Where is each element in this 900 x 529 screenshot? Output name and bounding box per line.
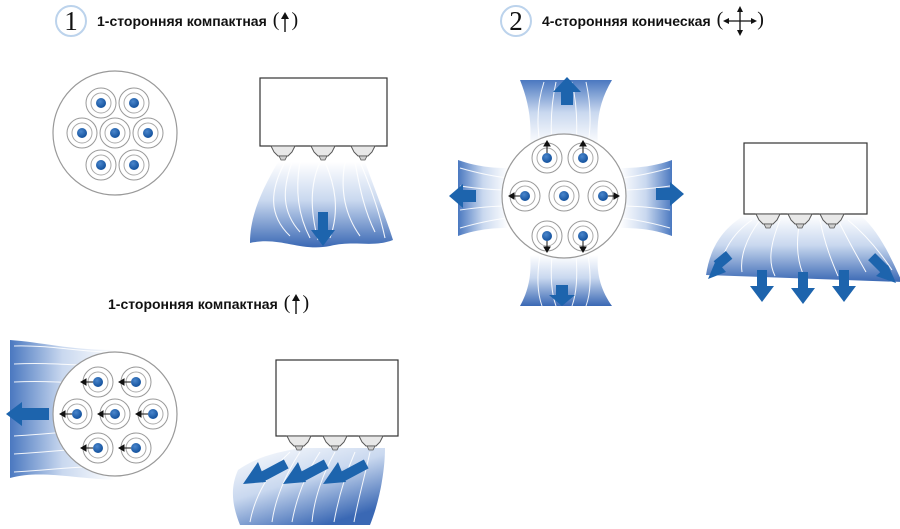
up-arrow-icon [292, 294, 301, 315]
down-arrow-icon [750, 270, 774, 302]
down-right-arrow-icon [868, 253, 896, 283]
section-title: 4-сторонняя коническая [542, 13, 711, 29]
section-number-badge: 2 [500, 5, 532, 37]
section-1-side-view [250, 77, 393, 248]
section-1-header: 1 1-сторонняя компактная () [55, 5, 298, 37]
down-left-arrow-icon [708, 251, 733, 279]
down-arrow-icon [832, 270, 856, 302]
down-left-arrow-icon [283, 459, 329, 484]
section-3-header: 1-сторонняя компактная () [108, 292, 309, 315]
section-1-nozzle-face [52, 70, 178, 196]
section-title: 1-сторонняя компактная [108, 295, 278, 312]
up-arrow-icon [553, 77, 581, 105]
direction-indicator: () [272, 9, 299, 32]
down-left-arrow-icon [243, 459, 289, 484]
right-arrow-icon [656, 182, 684, 206]
down-left-arrow-icon [323, 459, 369, 484]
up-arrow-icon [281, 11, 290, 32]
left-arrow-icon [449, 184, 476, 208]
section-2-nozzle-face [449, 77, 684, 307]
left-arrow-icon [6, 402, 49, 426]
down-arrow-icon [311, 212, 335, 246]
down-arrow-icon [549, 285, 575, 306]
section-3-side-view [232, 359, 399, 525]
section-2-side-view [706, 142, 900, 304]
direction-indicator: () [717, 6, 764, 36]
four-way-arrow-icon [723, 6, 758, 36]
section-3-nozzle-face [6, 340, 178, 480]
section-2-header: 2 4-сторонняя коническая () [500, 5, 764, 37]
section-number-badge: 1 [55, 5, 87, 37]
section-title: 1-сторонняя компактная [97, 13, 267, 29]
down-arrow-icon [791, 272, 815, 304]
direction-indicator: () [283, 292, 310, 315]
